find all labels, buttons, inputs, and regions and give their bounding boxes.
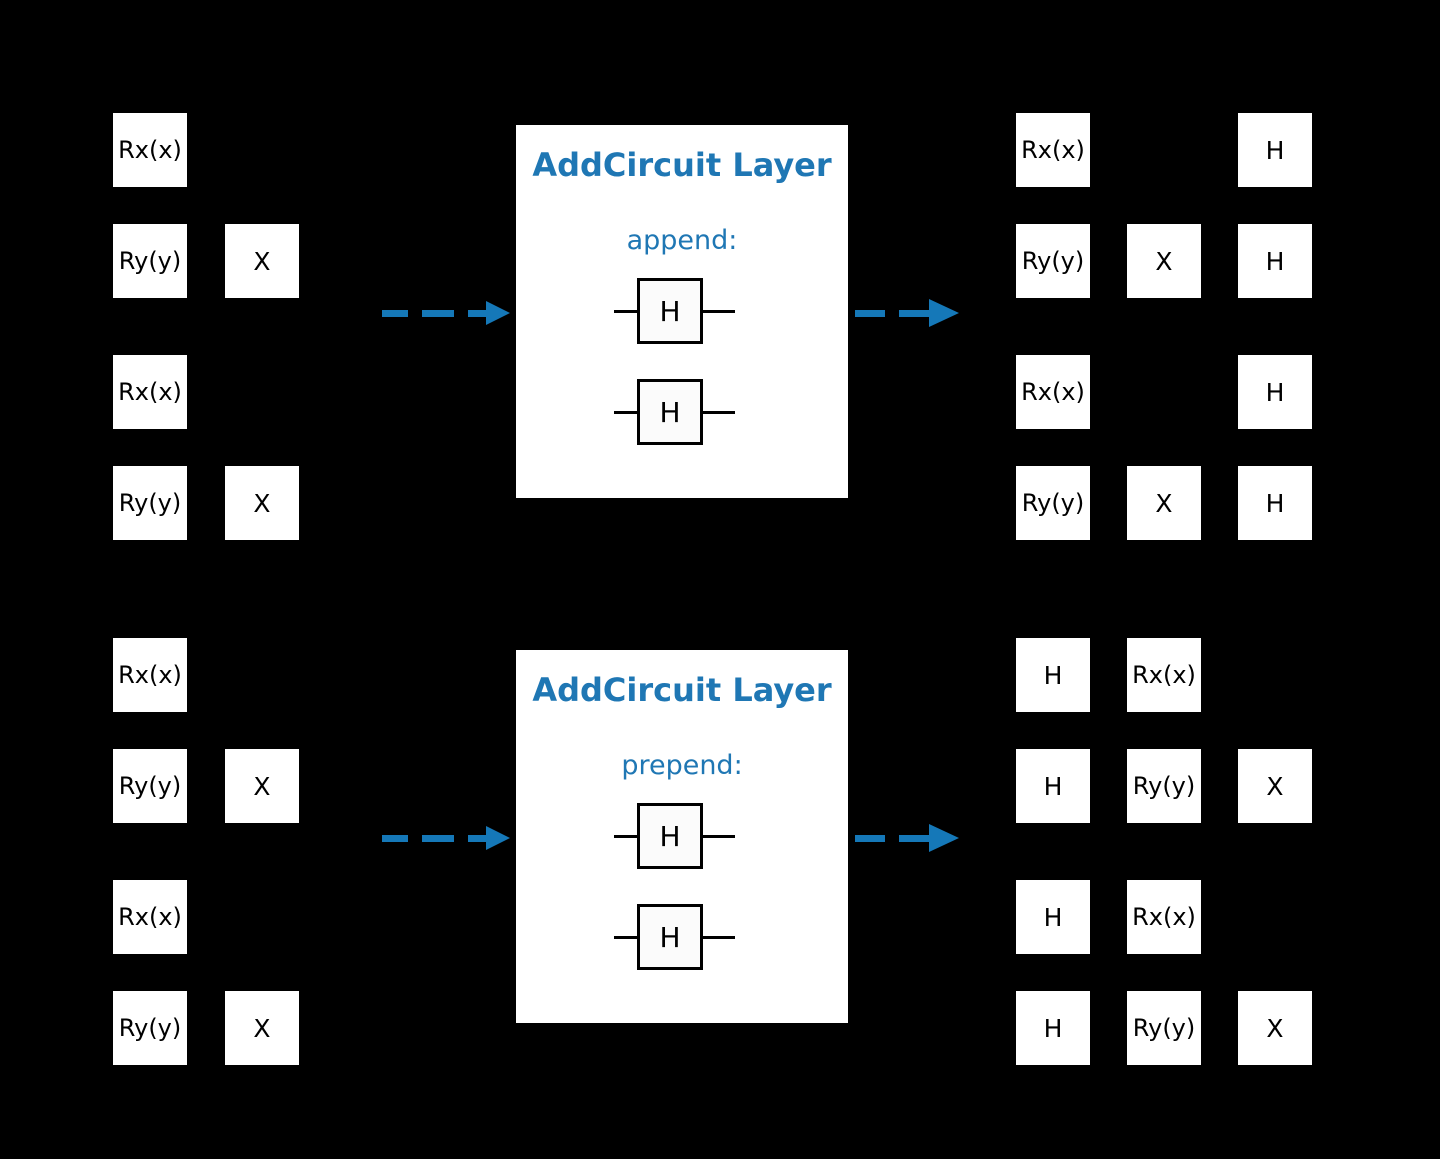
gate-ry: Ry(y): [113, 749, 187, 823]
wire-left: [614, 310, 640, 313]
gate-x: X: [225, 224, 299, 298]
panel-title: AddCircuit Layer: [532, 146, 832, 184]
arrow-dash-segment: [899, 310, 933, 317]
gate-h: H: [1238, 224, 1312, 298]
gate-x: X: [1127, 466, 1201, 540]
wire-left: [614, 835, 640, 838]
arrow-dash-segment: [855, 835, 885, 842]
arrow-head: [486, 301, 510, 325]
gate-x: X: [1238, 991, 1312, 1065]
gate-h: H: [1016, 880, 1090, 954]
gate-rx: Rx(x): [113, 113, 187, 187]
gate-x: X: [225, 991, 299, 1065]
gate-x: X: [225, 466, 299, 540]
wire-left: [614, 936, 640, 939]
gate-ry: Ry(y): [1016, 466, 1090, 540]
arrow-input-to-layer: [382, 300, 512, 326]
panel-append: AddCircuit Layer append: H H: [516, 125, 848, 498]
inner-gate-h: H: [637, 803, 703, 869]
gate-ry: Ry(y): [113, 991, 187, 1065]
wire-right: [701, 411, 735, 414]
gate-h: H: [1238, 355, 1312, 429]
gate-rx: Rx(x): [1016, 355, 1090, 429]
gate-ry: Ry(y): [113, 466, 187, 540]
gate-h: H: [1016, 749, 1090, 823]
arrow-dash-segment: [855, 310, 885, 317]
gate-x: X: [1238, 749, 1312, 823]
gate-h: H: [1016, 991, 1090, 1065]
arrow-layer-to-output: [855, 299, 975, 327]
inner-gate-h: H: [637, 904, 703, 970]
inner-gate-h: H: [637, 278, 703, 344]
arrow-head: [929, 824, 959, 852]
arrow-dash-segment: [382, 835, 408, 842]
arrow-dash-segment: [899, 835, 933, 842]
arrow-head: [486, 826, 510, 850]
gate-x: X: [225, 749, 299, 823]
panel-subtitle: append:: [626, 225, 738, 256]
arrow-layer-to-output: [855, 824, 975, 852]
gate-h: H: [1016, 638, 1090, 712]
gate-rx: Rx(x): [1016, 113, 1090, 187]
wire-right: [701, 835, 735, 838]
gate-ry: Ry(y): [1127, 749, 1201, 823]
gate-ry: Ry(y): [1016, 224, 1090, 298]
panel-prepend: AddCircuit Layer prepend: H H: [516, 650, 848, 1023]
wire-left: [614, 411, 640, 414]
panel-subtitle: prepend:: [621, 750, 743, 781]
gate-ry: Ry(y): [113, 224, 187, 298]
panel-title: AddCircuit Layer: [532, 671, 832, 709]
arrow-head: [929, 299, 959, 327]
gate-h: H: [1238, 466, 1312, 540]
arrow-dash-segment: [382, 310, 408, 317]
arrow-input-to-layer: [382, 825, 512, 851]
gate-x: X: [1127, 224, 1201, 298]
gate-h: H: [1238, 113, 1312, 187]
inner-gate-h: H: [637, 379, 703, 445]
arrow-dash-segment: [422, 835, 454, 842]
gate-ry: Ry(y): [1127, 991, 1201, 1065]
arrow-dash-segment: [422, 310, 454, 317]
gate-rx: Rx(x): [1127, 880, 1201, 954]
arrow-dash-segment: [468, 310, 490, 317]
gate-rx: Rx(x): [113, 638, 187, 712]
gate-rx: Rx(x): [113, 355, 187, 429]
arrow-dash-segment: [468, 835, 490, 842]
wire-right: [701, 936, 735, 939]
wire-right: [701, 310, 735, 313]
gate-rx: Rx(x): [1127, 638, 1201, 712]
gate-rx: Rx(x): [113, 880, 187, 954]
